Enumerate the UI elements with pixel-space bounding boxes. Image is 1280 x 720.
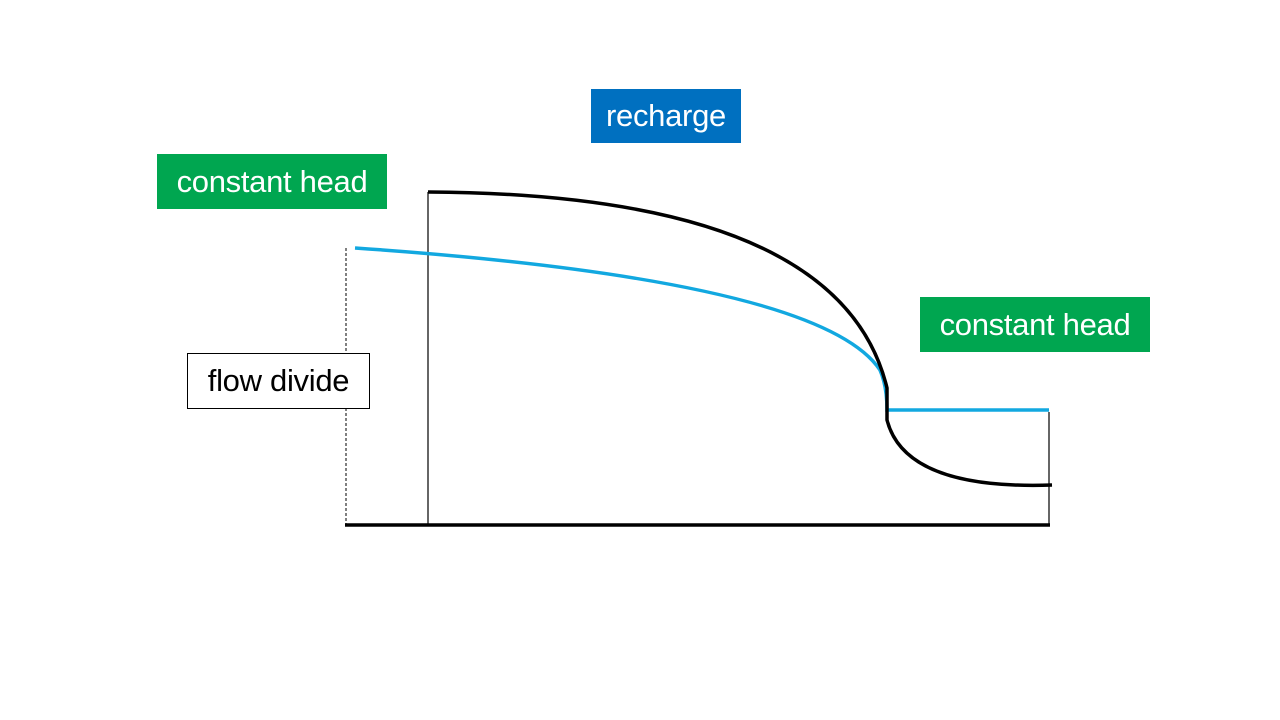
recharge-label: recharge	[591, 89, 741, 143]
land-surface-curve	[427, 190, 1053, 488]
constant-head-left-label: constant head	[157, 154, 387, 209]
constant-head-right-label: constant head	[920, 297, 1150, 352]
flow-divide-label: flow divide	[187, 353, 370, 409]
